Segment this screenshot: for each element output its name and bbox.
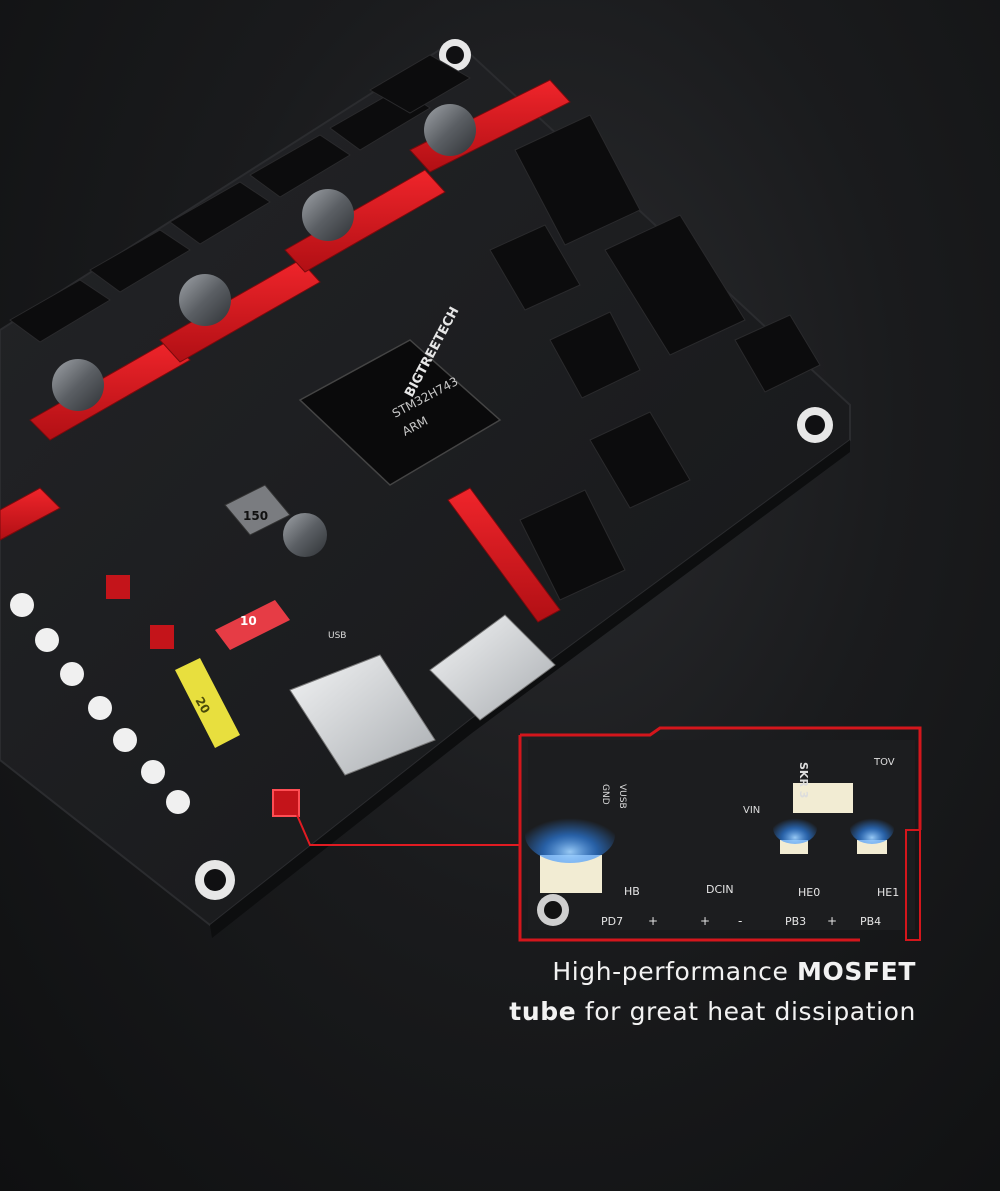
inset-vin-label: VIN [743,805,760,816]
mosfet-pad [780,840,808,854]
caption-line-2: tube for great heat dissipation [356,992,916,1032]
inductor [224,484,291,536]
caption-highlight: tube [509,997,577,1026]
heat-glow [850,812,894,844]
feature-caption: High-performance MOSFET tube for great h… [356,952,916,1032]
inset-sign-label: + [648,914,658,928]
inset-vusb-label: VUSB [617,784,627,809]
mcu-chip [298,339,502,486]
inset-tov-label: TOV [873,757,895,768]
right-connectors [489,114,821,601]
inset-pad-label: HE1 [877,886,899,899]
mounting-holes [195,39,833,900]
caption-text: for great heat dissipation [576,997,916,1026]
inset-pin-label: PB3 [785,915,806,928]
mosfet-pad [793,783,853,813]
inset-sign-label: + [700,914,710,928]
driver-sockets [0,79,571,623]
caption-highlight: MOSFET [797,957,916,986]
pcb-edge [210,440,850,938]
mosfet-pad [857,840,887,854]
caption-line-1: High-performance MOSFET [356,952,916,992]
fuse-red [215,600,290,650]
usb-port [289,654,436,776]
mosfet-marker [106,575,130,599]
usb-label: USB [328,631,346,641]
heat-glow [773,812,817,844]
heat-glow [525,807,615,863]
inset-sign-label: + [827,914,837,928]
inset-sign-label: - [738,914,742,928]
top-connectors [9,54,471,343]
power-terminals [10,593,190,814]
callout-line [296,814,520,846]
inset-gnd-label: GND [600,784,610,805]
caption-text: High-performance [552,957,798,986]
inductor-label: 150 [243,509,268,523]
fuse-red-label: 10 [240,614,257,628]
inset-pin-label: PD7 [601,915,623,928]
inset-pad-label: HB [624,885,640,898]
sd-card-slot [429,614,556,721]
mosfet-marker [150,625,174,649]
mosfet-highlight [272,789,300,817]
inset-pad-label: DCIN [706,883,734,896]
inset-pad-label: HE0 [798,886,820,899]
capacitors [52,104,476,557]
inset-pin-label: PB4 [860,915,881,928]
fuse-yellow [175,658,240,748]
inset-closeup: SKR 3 TOV VIN GND VUSB HB DCIN HE0 HE1 P… [518,726,922,942]
inset-model-label: SKR 3 [797,762,810,798]
